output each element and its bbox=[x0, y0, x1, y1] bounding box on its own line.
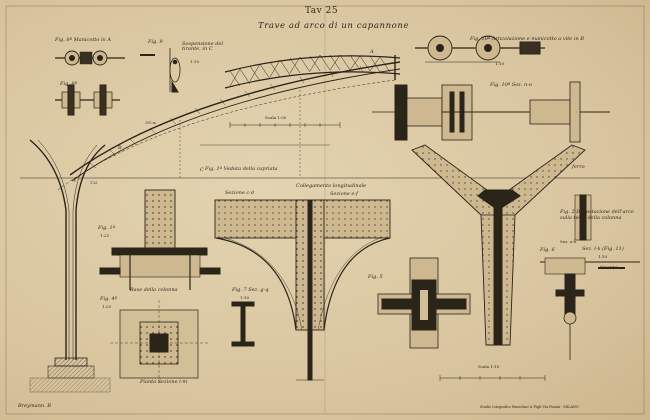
footer-right: Studio Litografico Bruschini & Figli Via… bbox=[480, 405, 579, 409]
label-fig4-scale: 1:25 bbox=[102, 304, 111, 309]
arch-truss-segment bbox=[224, 54, 401, 89]
label-fig10: Fig. 10ª Articolazione e manicotto a vit… bbox=[470, 36, 584, 42]
fig1a-column-head bbox=[99, 189, 221, 290]
scale-bar-top bbox=[200, 122, 341, 146]
label-fig8b: Fig. 8ª bbox=[60, 81, 78, 87]
label-fig2-sez: Sez. a-b bbox=[560, 239, 577, 244]
label-letter-a: A bbox=[370, 49, 374, 55]
label-fig2: Fig. 2 Impostazione dell'arco sulla test… bbox=[560, 209, 634, 221]
label-fig9-scale: 1:10 bbox=[190, 59, 199, 64]
label-sezione-ef: Sezione e-f bbox=[330, 191, 358, 197]
fig-section-cd bbox=[214, 199, 391, 381]
label-dim-fig1: 1'25 bbox=[90, 181, 98, 185]
fig5-joint bbox=[377, 257, 471, 349]
label-letter-c: C bbox=[200, 167, 204, 173]
label-fig10b: Fig. 10ª Sez. n-o bbox=[490, 82, 532, 88]
label-fig5: Fig. 5 bbox=[368, 274, 383, 280]
scale-bar-bottom bbox=[439, 375, 546, 381]
plate-frame bbox=[5, 5, 645, 415]
label-fig11-scale: 1:10 bbox=[598, 254, 607, 259]
label-letter-b: B bbox=[118, 145, 122, 151]
label-fig1a: Fig. 1ª bbox=[98, 225, 116, 231]
fig10b-section bbox=[372, 81, 610, 143]
left-column bbox=[29, 139, 111, 393]
fig2-column-head bbox=[411, 144, 586, 346]
label-pianta: Pianta Sezione l-m bbox=[140, 379, 188, 385]
label-fig11: Sez. l-k (Fig. 11) bbox=[582, 246, 624, 252]
label-base: Base della colonna bbox=[130, 287, 178, 293]
plate-title: Trave ad arco di un capannone bbox=[258, 21, 410, 31]
label-fig7-scale: 1:10 bbox=[240, 295, 249, 300]
label-fig8: Fig. 8ª Manicotto in A bbox=[55, 37, 111, 43]
plate-number: Tav 25 bbox=[305, 6, 339, 16]
label-fig4: Fig. 4ª bbox=[100, 296, 118, 302]
fig7-section bbox=[231, 301, 255, 347]
label-fig7: Fig. 7 Sez. g-q bbox=[232, 287, 269, 293]
footer-left: Breymann. B bbox=[18, 403, 51, 409]
label-fig1: Fig. 1ª Veduta della capriata bbox=[205, 166, 278, 172]
fig4-base-plan bbox=[110, 300, 208, 385]
label-arc-dims: 295 m. bbox=[145, 121, 157, 125]
fig8-coupling bbox=[55, 50, 125, 66]
label-fig9-text: Sospensione del tirante, in C bbox=[182, 41, 224, 52]
label-fig6: Fig. 6 bbox=[540, 247, 555, 253]
fig6-fig11-detail bbox=[540, 257, 640, 360]
label-sezione-cd: Sezione c-d bbox=[225, 190, 255, 196]
label-fig10-scale: 1:10 bbox=[495, 61, 504, 66]
label-scala-top: Scala 1:50 bbox=[265, 115, 287, 120]
fig10-articulation bbox=[415, 35, 545, 63]
label-fig9: Fig. 9 bbox=[148, 39, 163, 45]
fig2-section-ab bbox=[574, 194, 592, 241]
fig9-suspension bbox=[140, 48, 181, 93]
label-ferro: ferro bbox=[572, 164, 585, 170]
label-scala-bottom: Scala 1:10 bbox=[478, 364, 500, 369]
label-collegamento: Collegamento longitudinale bbox=[296, 183, 367, 189]
fig8b-coupling bbox=[55, 84, 120, 116]
label-tirante: tirante bbox=[600, 265, 618, 271]
label-fig1a-scale: 1:25 bbox=[100, 233, 109, 238]
